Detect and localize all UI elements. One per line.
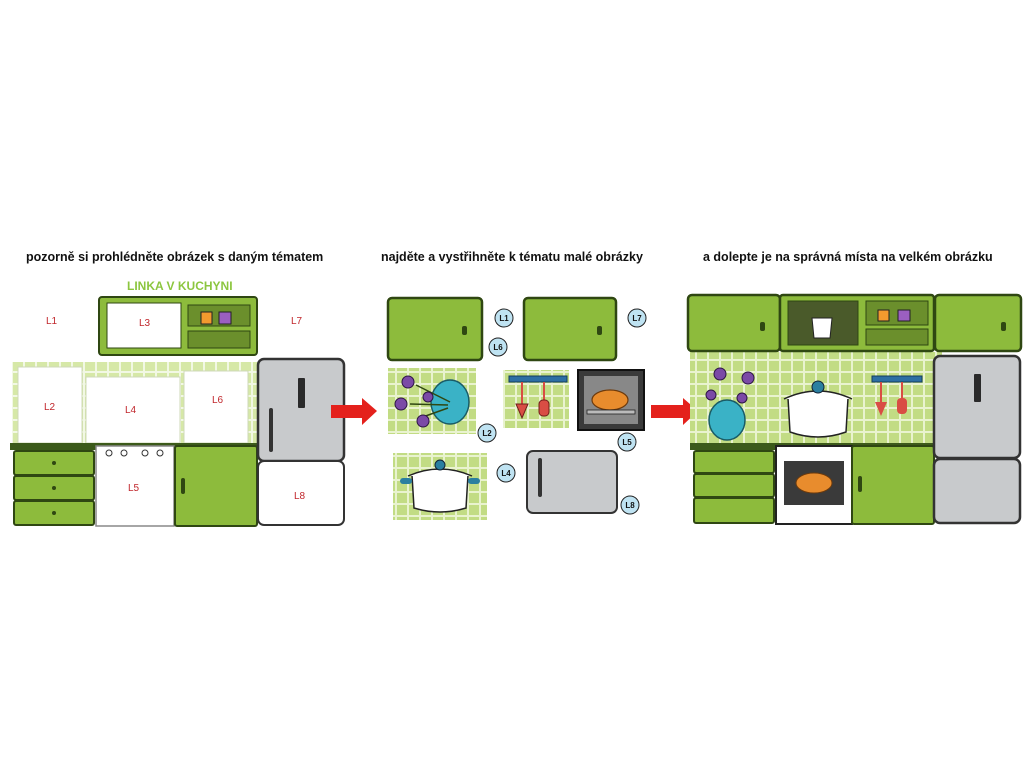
roast-chicken-icon <box>586 389 636 415</box>
cutout-l4[interactable] <box>393 453 487 520</box>
utensil-rail-icon <box>508 375 568 420</box>
bubble-label: L2 <box>482 429 492 438</box>
mug-icon <box>200 311 232 325</box>
template-title: LINKA V KUCHYNI <box>127 279 233 293</box>
slot-label-l3: L3 <box>139 318 151 329</box>
cutout-l6[interactable] <box>503 370 569 428</box>
template-slot-l6 <box>183 370 249 444</box>
slot-label-l1: L1 <box>46 316 58 327</box>
label-bubbles: L1 L7 L6 L2 L5 L4 L8 <box>477 308 647 515</box>
cutout-l2[interactable] <box>388 368 476 434</box>
cutout-l5[interactable] <box>577 369 645 431</box>
cutout-l8[interactable] <box>526 450 618 514</box>
step-1-caption: pozorně si prohlédněte obrázek s daným t… <box>26 250 324 264</box>
template-drawers <box>13 450 95 526</box>
slot-label-l4: L4 <box>125 405 137 416</box>
bubble-label: L1 <box>499 314 509 323</box>
cutout-l1[interactable] <box>386 296 484 362</box>
template-slot-l5 <box>95 445 175 527</box>
bubble-label: L8 <box>625 501 635 510</box>
fridge-icon <box>256 357 346 526</box>
slot-label-l8: L8 <box>294 491 306 502</box>
cutout-l7[interactable] <box>522 296 618 362</box>
arrow-right-icon <box>331 398 377 425</box>
cooking-pot-icon <box>400 459 480 513</box>
finished-kitchen <box>686 293 1023 525</box>
bubble-label: L5 <box>622 438 632 447</box>
slot-label-l7: L7 <box>291 316 303 327</box>
template-cabinet-door <box>174 445 258 527</box>
slot-label-l6: L6 <box>212 395 224 406</box>
slot-label-l5: L5 <box>128 483 140 494</box>
template-kitchen <box>10 296 346 527</box>
step-3-caption: a dolepte je na správná místa na velkém … <box>703 250 993 264</box>
bubble-label: L4 <box>501 469 511 478</box>
template-slot-l4 <box>85 376 181 444</box>
bubble-label: L6 <box>493 343 503 352</box>
template-slot-l3 <box>106 302 182 349</box>
slot-label-l2: L2 <box>44 402 56 413</box>
flower-vase-icon <box>394 375 470 428</box>
step-2-caption: najděte a vystřihněte k tématu malé obrá… <box>381 250 643 264</box>
bubble-label: L7 <box>632 314 642 323</box>
